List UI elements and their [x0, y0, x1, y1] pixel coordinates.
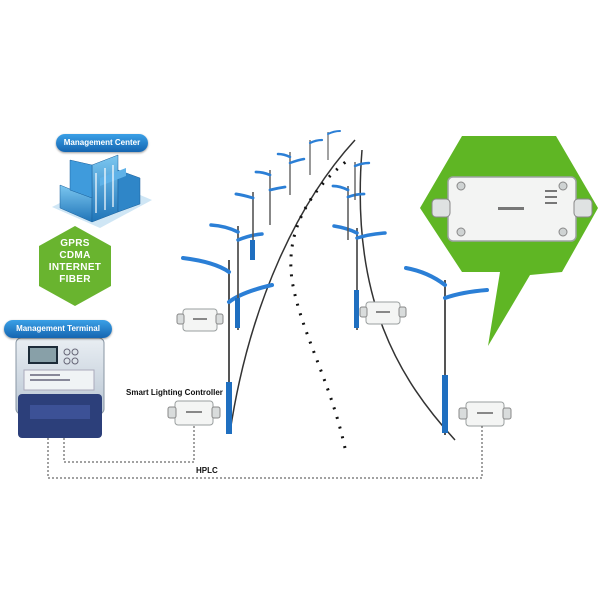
controller-icon: [359, 301, 407, 325]
street-lamp-icon: [254, 170, 287, 225]
network-type-internet: INTERNET: [48, 262, 102, 273]
hplc-wiring: [47, 425, 483, 479]
street-lamp-icon: [209, 223, 264, 330]
street-lamp-icon: [327, 130, 341, 160]
controller-icon: [176, 308, 224, 332]
meter-icon: [15, 337, 105, 438]
network-type-fiber: FIBER: [59, 274, 91, 285]
street-lamp-icon: [353, 161, 371, 200]
management-terminal-label: Management Terminal: [4, 320, 112, 338]
network-type-gprs: GPRS: [60, 238, 90, 249]
zoom-callout: [420, 136, 598, 346]
street-lamp-icon: [332, 224, 387, 330]
building-icon: [52, 154, 152, 228]
network-hexagon: [39, 226, 111, 306]
controller-icon: [458, 401, 512, 427]
street-lamps-right: [331, 161, 489, 435]
network-type-cdma: CDMA: [59, 250, 91, 261]
hplc-label: HPLC: [196, 466, 218, 475]
smart-lighting-controller-label: Smart Lighting Controller: [126, 388, 223, 397]
street-lamp-icon: [331, 184, 366, 240]
network-types-list: GPRS CDMA INTERNET FIBER: [43, 238, 107, 286]
street-lamp-icon: [234, 192, 255, 260]
street-lamp-icon: [276, 152, 306, 195]
street-lamp-icon: [404, 266, 489, 435]
controller-icon: [167, 400, 221, 426]
street-lamp-icon: [308, 138, 324, 175]
road: [229, 139, 456, 449]
management-center-label: Management Center: [56, 134, 148, 152]
street-lamps-left: [181, 130, 341, 434]
street-lamp-icon: [181, 256, 274, 434]
